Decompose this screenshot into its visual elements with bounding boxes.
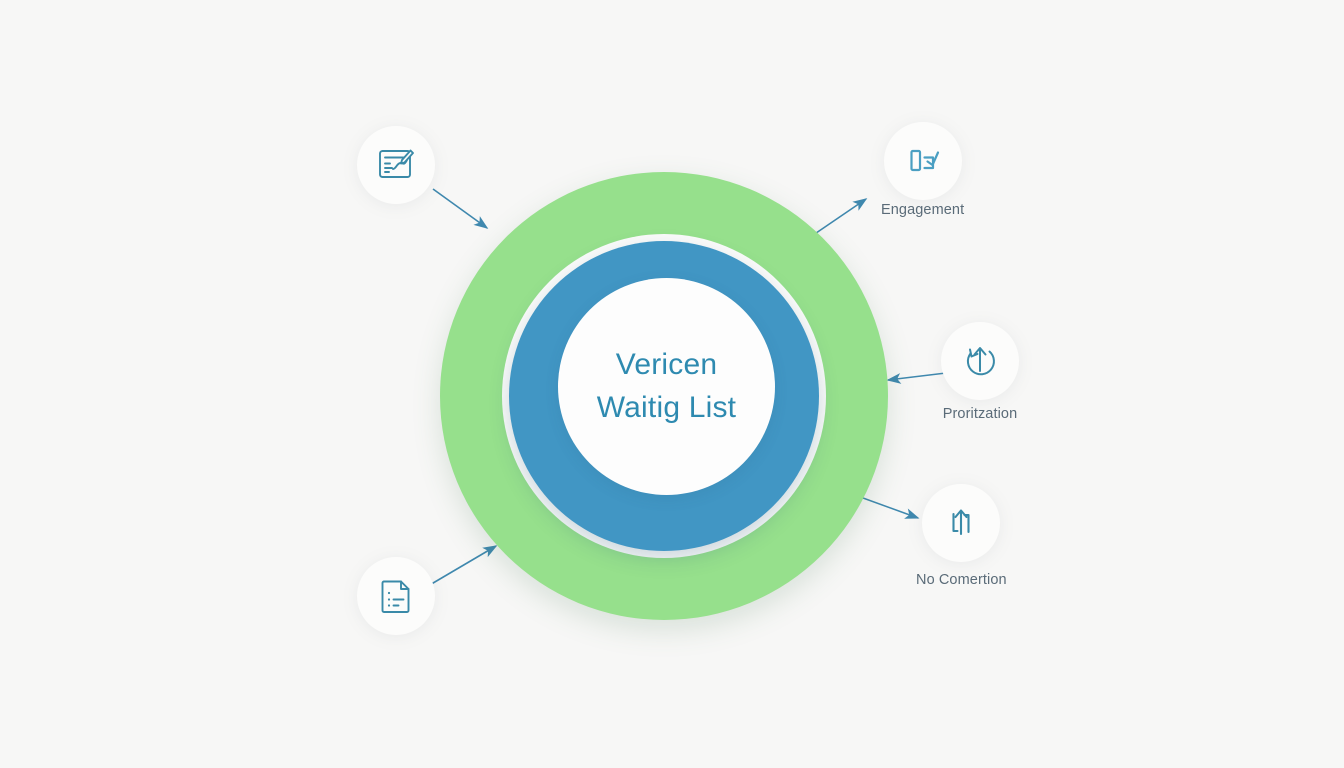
node-analytics[interactable] bbox=[357, 126, 435, 204]
node-engagement[interactable]: Engagement bbox=[881, 122, 964, 218]
bar-check-icon bbox=[910, 149, 939, 172]
node-prioritization-label: Proritzation bbox=[942, 406, 1018, 422]
node-prioritization[interactable]: Proritzation bbox=[941, 322, 1019, 422]
node-document[interactable] bbox=[357, 557, 435, 635]
node-document-disc[interactable] bbox=[357, 557, 435, 635]
refresh-up-arrow-icon bbox=[966, 347, 995, 376]
center-title-line-1: Vericen bbox=[615, 347, 718, 381]
chart-document-pen-icon bbox=[379, 149, 414, 178]
up-arrow-brackets-icon bbox=[952, 509, 970, 536]
node-conversion-label: No Comertion bbox=[916, 572, 1007, 588]
node-analytics-disc[interactable] bbox=[357, 126, 435, 204]
node-engagement-label: Engagement bbox=[881, 202, 965, 218]
center-hub: Vericen Waitig List bbox=[558, 278, 775, 495]
connector-prioritization-to-center bbox=[886, 372, 947, 384]
center-title-line-2: Waitig List bbox=[596, 390, 737, 424]
connector-document-to-center bbox=[427, 545, 498, 587]
document-list-icon bbox=[381, 580, 410, 613]
connector-analytics-to-center bbox=[432, 188, 489, 229]
node-conversion[interactable]: No Comertion bbox=[916, 484, 1007, 588]
node-conversion-disc[interactable] bbox=[922, 484, 1001, 562]
node-prioritization-disc[interactable] bbox=[941, 322, 1019, 400]
node-engagement-disc[interactable] bbox=[883, 122, 962, 200]
